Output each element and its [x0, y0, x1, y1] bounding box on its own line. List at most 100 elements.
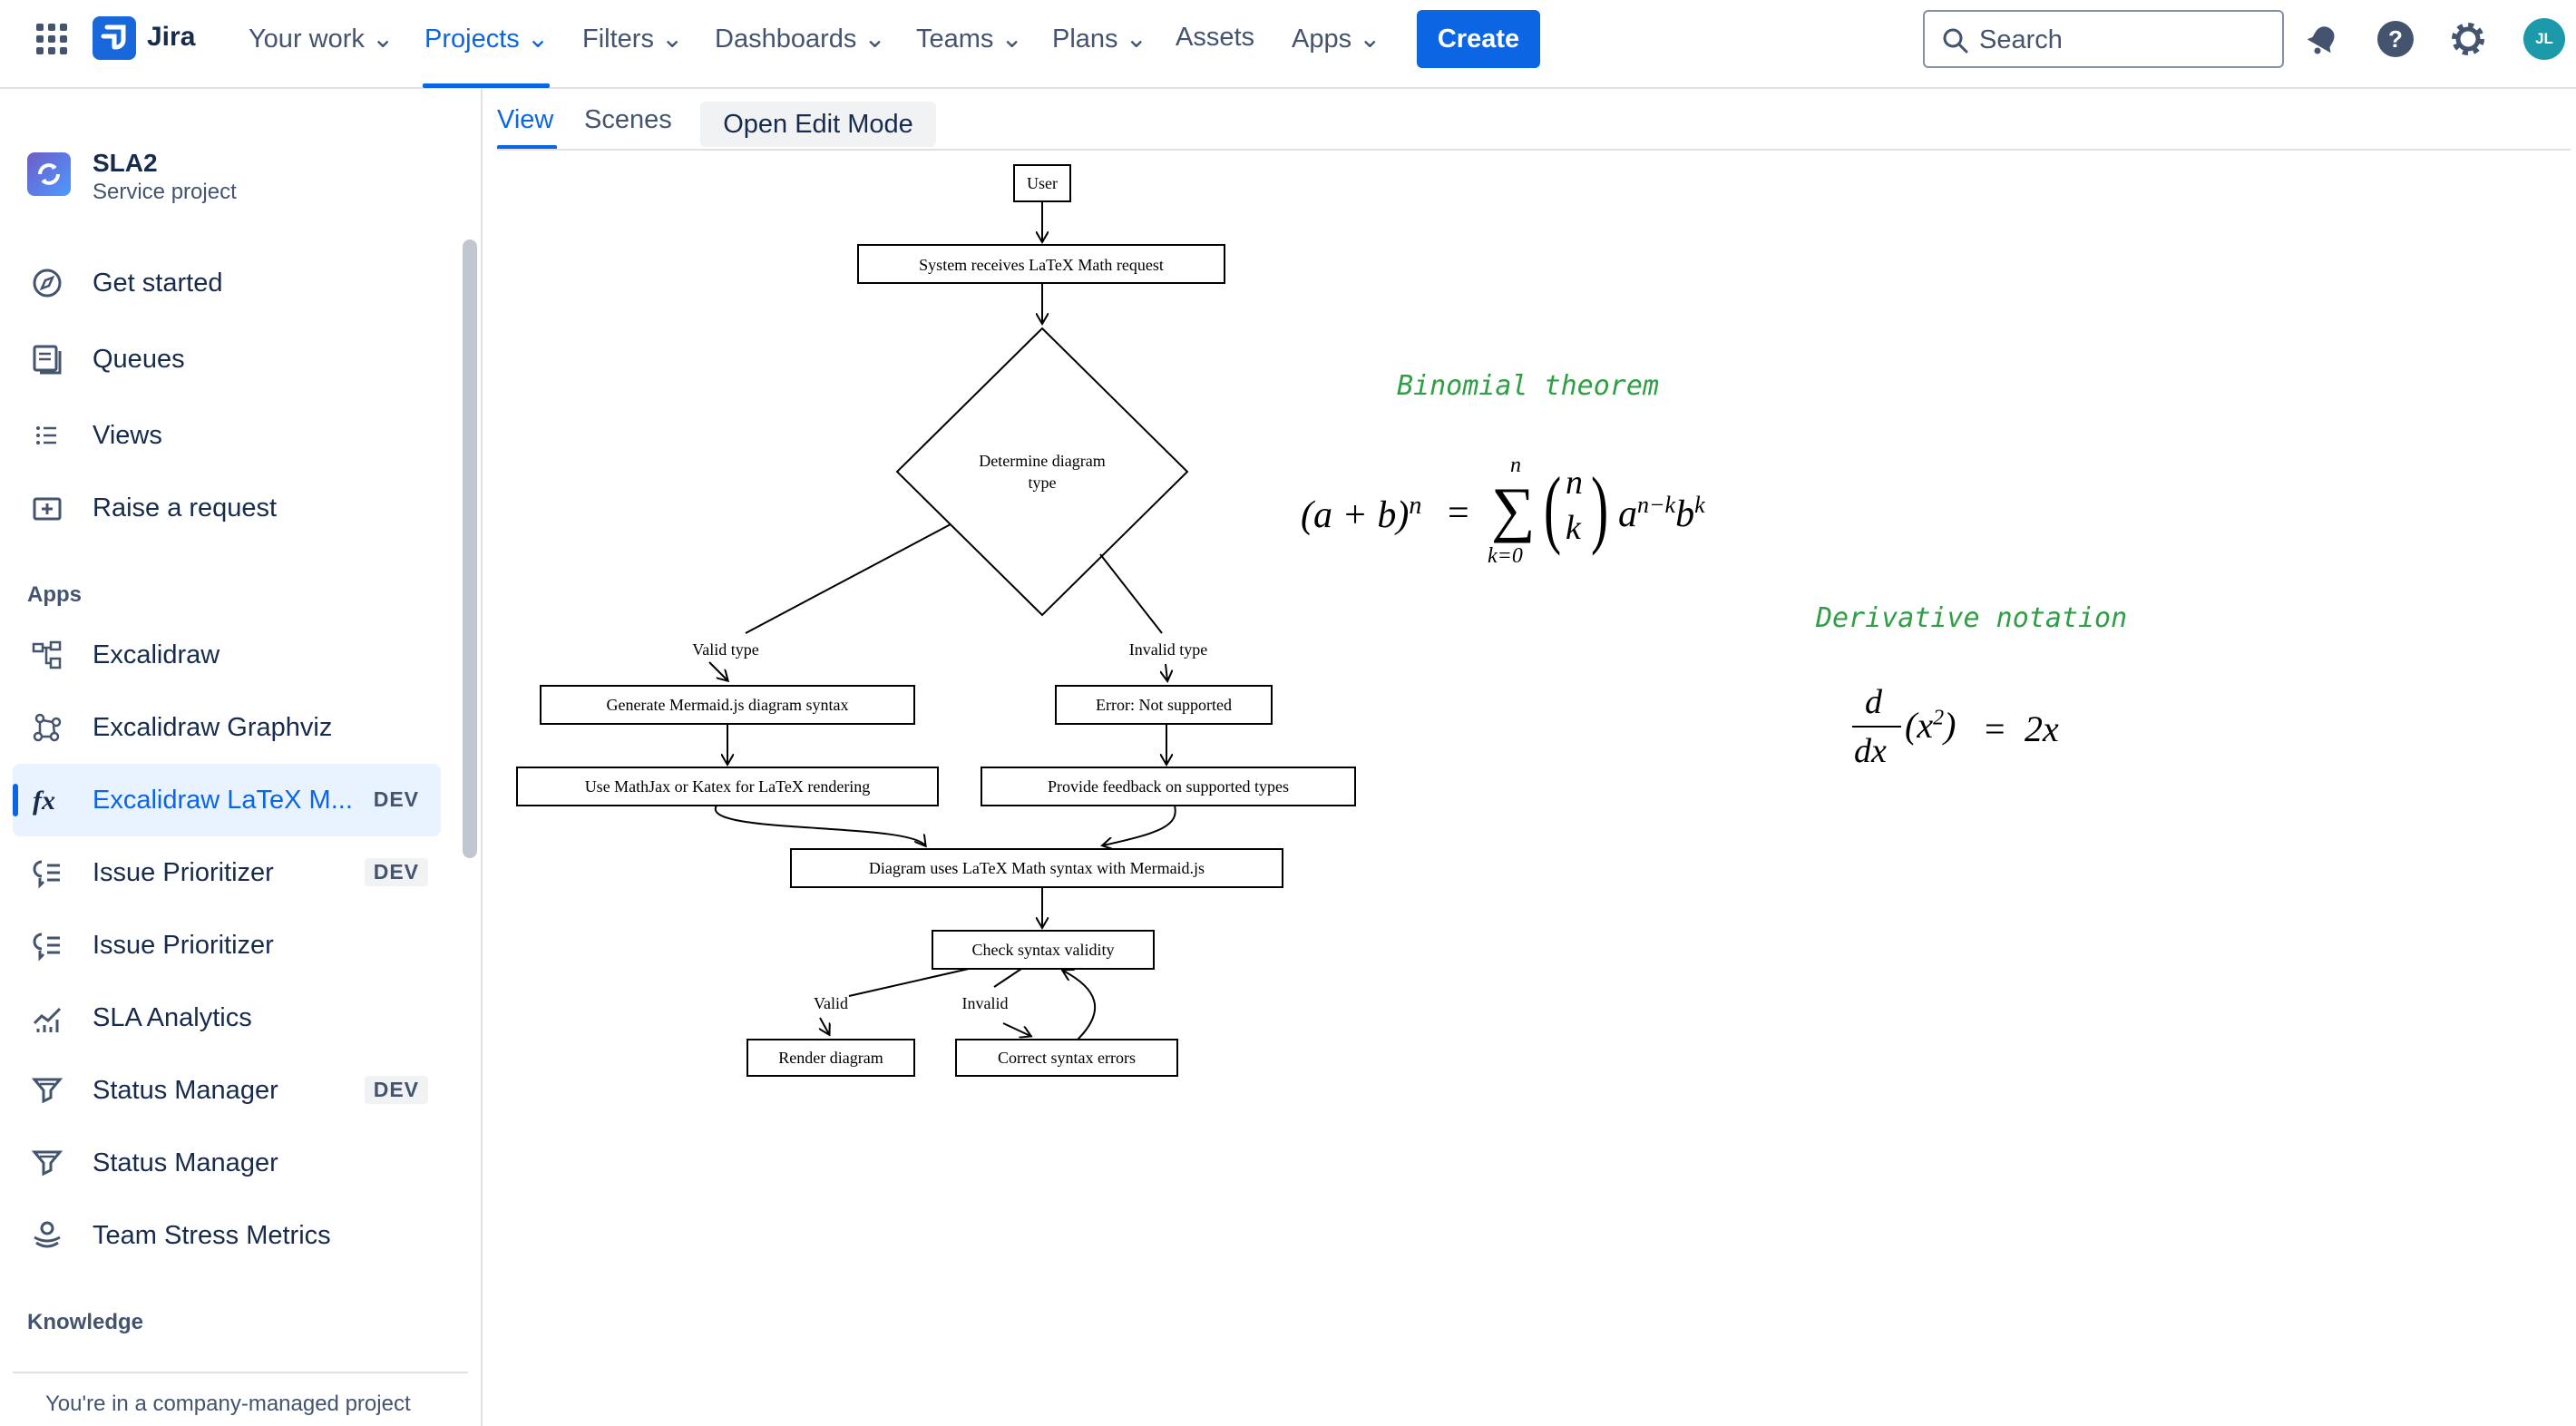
label-error: Error: Not supported: [1096, 696, 1232, 714]
node-check-syntax[interactable]: [932, 930, 1155, 970]
tab-scenes[interactable]: Scenes: [584, 105, 672, 134]
sidebar-item-label: Queues: [93, 345, 185, 374]
label-feedback: Provide feedback on supported types: [1048, 777, 1289, 796]
node-render-diagram[interactable]: [746, 1039, 915, 1077]
nav-plans[interactable]: Plans ⌄: [1052, 24, 1147, 54]
sidebar-item-team-stress-metrics[interactable]: Team Stress Metrics: [13, 1199, 441, 1272]
function-fx-icon: fx: [33, 786, 55, 816]
derivative-formula: d dx (x2) = 2x: [1852, 683, 2059, 770]
tab-view[interactable]: View: [497, 105, 554, 134]
sidebar-item-status-manager[interactable]: Status Manager: [13, 1127, 441, 1199]
knowledge-section-header: Knowledge: [27, 1310, 144, 1334]
project-type: Service project: [93, 180, 237, 204]
sidebar-item-get-started[interactable]: Get started: [13, 247, 441, 319]
sidebar-item-excalidraw[interactable]: Excalidraw: [13, 619, 441, 691]
tab-divider: [497, 149, 2571, 151]
binomial-formula: (a + b)n = n ∑ k=0 ( n k ) an−kbk: [1301, 454, 1705, 568]
binomial-theorem-title: Binomial theorem: [1397, 370, 1659, 402]
sidebar-item-label: SLA Analytics: [93, 1003, 252, 1032]
diagram-nodes-icon: [32, 640, 62, 669]
label-invalid: Invalid: [962, 994, 1009, 1012]
node-provide-feedback[interactable]: [981, 767, 1356, 806]
label-uses: Diagram uses LaTeX Math syntax with Merm…: [869, 859, 1205, 877]
sidebar-item-queues[interactable]: Queues: [13, 323, 441, 396]
label-decision-line2: type: [1029, 474, 1057, 492]
sidebar-item-label: Excalidraw: [93, 640, 220, 669]
sidebar-item-raise-request[interactable]: Raise a request: [13, 472, 441, 544]
add-square-icon: [33, 497, 62, 521]
nav-apps[interactable]: Apps ⌄: [1292, 24, 1381, 54]
excalidraw-canvas[interactable]: User System receives LaTeX Math request …: [490, 154, 2576, 1426]
label-generate: Generate Mermaid.js diagram syntax: [607, 696, 849, 714]
nav-dashboards[interactable]: Dashboards ⌄: [715, 24, 886, 54]
sidebar-item-sla-analytics[interactable]: SLA Analytics: [13, 982, 441, 1054]
priority-list-icon: [33, 933, 60, 962]
apps-section-header: Apps: [27, 582, 82, 607]
priority-list-icon: [33, 860, 60, 889]
sidebar: SLA2 Service project Get started Queues …: [0, 89, 483, 1426]
label-receive: System receives LaTeX Math request: [919, 256, 1164, 274]
label-invalid-type: Invalid type: [1129, 640, 1207, 659]
node-decision[interactable]: [895, 327, 1189, 617]
nav-projects[interactable]: Projects ⌄: [424, 24, 550, 54]
label-mathjax: Use MathJax or Katex for LaTeX rendering: [585, 777, 871, 796]
tab-active-indicator: [497, 145, 557, 150]
nav-filters[interactable]: Filters ⌄: [582, 24, 684, 54]
notifications-icon[interactable]: [2302, 18, 2344, 60]
search-input[interactable]: [1979, 24, 2269, 55]
create-button[interactable]: Create: [1417, 10, 1540, 68]
sidebar-item-label: Status Manager: [93, 1076, 278, 1105]
analytics-chart-icon: [33, 1007, 62, 1032]
dev-badge: DEV: [364, 1076, 428, 1104]
node-latex-mermaid[interactable]: [790, 848, 1283, 888]
project-avatar-icon[interactable]: [27, 152, 71, 196]
nav-assets[interactable]: Assets: [1176, 23, 1255, 52]
sidebar-item-label: Raise a request: [93, 493, 278, 523]
flowchart-diagram: User System receives LaTeX Math request …: [516, 164, 1356, 1077]
svg-text:fx: fx: [33, 786, 55, 816]
sidebar-item-label: Status Manager: [93, 1148, 278, 1177]
sidebar-item-issue-prioritizer-dev[interactable]: Issue Prioritizer DEV: [13, 836, 441, 909]
help-icon[interactable]: ?: [2375, 18, 2416, 60]
settings-gear-icon[interactable]: [2447, 18, 2489, 60]
project-type-footer[interactable]: You're in a company-managed project: [45, 1392, 411, 1416]
node-error-not-supported[interactable]: [1055, 685, 1273, 725]
label-render: Render diagram: [778, 1049, 883, 1067]
graph-network-icon: [33, 713, 62, 742]
label-user: User: [1027, 174, 1058, 192]
label-decision-line1: Determine diagram: [979, 452, 1105, 470]
node-mathjax-rendering[interactable]: [516, 767, 939, 806]
project-name[interactable]: SLA2: [93, 149, 158, 177]
sidebar-item-excalidraw-graphviz[interactable]: Excalidraw Graphviz: [13, 691, 441, 764]
label-correct: Correct syntax errors: [998, 1049, 1136, 1067]
node-correct-errors[interactable]: [955, 1039, 1178, 1077]
dev-badge: DEV: [364, 858, 428, 886]
sidebar-footer-divider: [13, 1372, 468, 1373]
list-icon: [36, 426, 56, 444]
brand-name[interactable]: Jira: [147, 22, 196, 52]
sidebar-item-status-manager-dev[interactable]: Status Manager DEV: [13, 1054, 441, 1127]
filter-status-icon: [31, 1078, 63, 1104]
sidebar-item-label: Team Stress Metrics: [93, 1221, 331, 1250]
search-box[interactable]: [1923, 10, 2284, 68]
dev-badge: DEV: [373, 787, 419, 811]
sidebar-item-issue-prioritizer[interactable]: Issue Prioritizer: [13, 909, 441, 982]
top-navigation: Jira Your work ⌄ Projects ⌄ Filters ⌄ Da…: [0, 0, 2576, 89]
app-switcher-icon[interactable]: [36, 24, 67, 54]
compass-icon: [33, 269, 62, 298]
jira-logo-icon[interactable]: [93, 16, 136, 60]
sidebar-item-excalidraw-latex[interactable]: fx Excalidraw LaTeX M... DEV: [13, 764, 441, 836]
nav-your-work[interactable]: Your work ⌄: [249, 24, 395, 54]
stress-gauge-icon: [34, 1221, 61, 1248]
sidebar-item-label: Views: [93, 421, 162, 450]
open-edit-mode-button[interactable]: Open Edit Mode: [700, 102, 936, 147]
svg-text:?: ?: [2388, 25, 2403, 53]
nav-active-indicator: [423, 83, 550, 88]
sidebar-item-views[interactable]: Views: [13, 399, 441, 472]
nav-teams[interactable]: Teams ⌄: [916, 24, 1023, 54]
label-valid: Valid: [814, 994, 848, 1012]
sidebar-scrollbar[interactable]: [463, 239, 477, 858]
user-avatar[interactable]: JL: [2523, 18, 2565, 60]
sidebar-item-label: Issue Prioritizer: [93, 858, 274, 887]
sidebar-item-label: Get started: [93, 269, 223, 298]
